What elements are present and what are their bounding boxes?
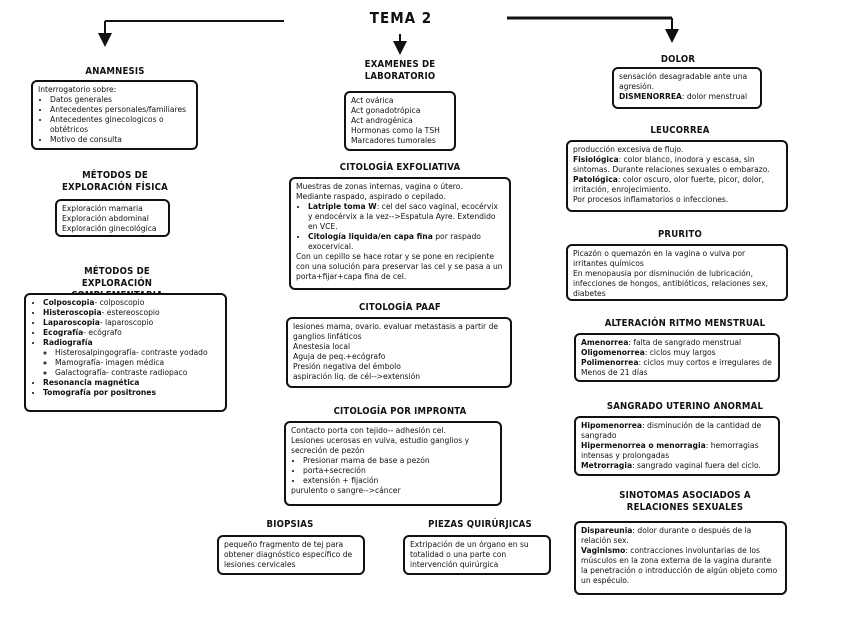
complementaria-box: Colposcopia- colposcopio Histeroscopia- … — [24, 293, 227, 412]
exfoliativa-intro: Muestras de zonas internas, vagina o úte… — [296, 182, 463, 191]
sangrado-box: Hipomenorrea: disminución de la cantidad… — [574, 416, 780, 476]
fisica-heading: MÉTODOS DE EXPLORACIÓN FÍSICA — [62, 170, 168, 193]
prurito-text2: En menopausia por disminución de lubrica… — [573, 269, 769, 298]
leucorrea-patologica: Patológica: color oscuro, olor fuerte, p… — [573, 175, 765, 194]
sub-list-item: Histerosalpingografía- contraste yodado — [55, 348, 220, 358]
ritmo-heading: ALTERACIÓN RITMO MENSTRUAL — [604, 318, 766, 329]
list-item: Datos generales — [50, 95, 191, 105]
dolor-dismenorrea: DISMENORREA: dolor menstrual — [619, 92, 748, 101]
list-item: Resonancia magnética — [43, 378, 220, 388]
list-item: Ecografía- ecógrafo — [43, 328, 220, 338]
exfoliativa-heading: CITOLOGÍA EXFOLIATIVA — [339, 162, 461, 173]
list-item: extensión + fijación — [303, 476, 495, 486]
list-item: Exploración mamaria — [62, 204, 143, 213]
impronta-heading: CITOLOGÍA POR IMPRONTA — [333, 406, 467, 417]
list-item: Hipermenorrea o menorragia: hemorragias … — [581, 441, 759, 460]
leucorrea-fisiologica: Fisiológica: color blanco, inodora y esc… — [573, 155, 770, 174]
leucorrea-heading: LEUCORREA — [650, 125, 710, 136]
sexuales-heading: SINOTOMAS ASOCIADOS A RELACIONES SEXUALE… — [619, 490, 751, 513]
sexuales-box: Dispareunia: dolor durante o después de … — [574, 521, 787, 595]
list-item: Act gonadotrópica — [351, 106, 421, 115]
piezas-box: Extripación de un órgano en su totalidad… — [403, 535, 551, 575]
piezas-heading: PIEZAS QUIRÚRJICAS — [428, 519, 532, 530]
paaf-line: lesiones mama, ovario. evaluar metastasi… — [293, 322, 499, 341]
piezas-text: Extripación de un órgano en su totalidad… — [410, 540, 529, 569]
exfoliativa-box: Muestras de zonas internas, vagina o úte… — [289, 177, 511, 290]
prurito-text: Picazón o quemazón en la vagina o vulva … — [573, 249, 746, 268]
impronta-intro2: Lesiones ucerosas en vulva, estudio gang… — [291, 436, 470, 455]
list-item: Act androgénica — [351, 116, 413, 125]
list-item: Histeroscopia- estereoscopio — [43, 308, 220, 318]
paaf-line: aspiración liq. de cél-->extensión — [293, 372, 421, 381]
anamnesis-heading: ANAMNESIS — [85, 66, 145, 77]
list-item: Colposcopia- colposcopio — [43, 298, 220, 308]
list-item: Antecedentes ginecologicos o obtétricos — [50, 115, 191, 135]
dolor-text: sensación desagradable ante una agresión… — [619, 72, 748, 91]
list-item: Dispareunia: dolor durante o después de … — [581, 526, 752, 545]
paaf-heading: CITOLOGÍA PAAF — [359, 302, 441, 313]
list-item: Polimenorrea: ciclos muy cortos e irregu… — [581, 358, 772, 377]
biopsias-heading: BIOPSIAS — [266, 519, 314, 530]
dolor-box: sensación desagradable ante una agresión… — [612, 67, 762, 109]
examenes-heading: EXAMENES DE LABORATORIO — [364, 59, 436, 82]
list-item: Marcadores tumorales — [351, 136, 436, 145]
page-title: TEMA 2 — [369, 9, 433, 27]
list-item: Presionar mama de base a pezón — [303, 456, 495, 466]
list-item: porta+secreción — [303, 466, 495, 476]
list-item: Antecedentes personales/familiares — [50, 105, 191, 115]
sub-list-item: Mamografía- imagen médica — [55, 358, 220, 368]
list-item: Vaginismo: contracciones involuntarias d… — [581, 546, 778, 585]
fisica-box: Exploración mamaria Exploración abdomina… — [55, 199, 170, 237]
list-item: Amenorrea: falta de sangrado menstrual — [581, 338, 742, 347]
list-item: Exploración abdominal — [62, 214, 149, 223]
list-item: Radiografía Histerosalpingografía- contr… — [43, 338, 220, 378]
biopsias-box: pequeño fragmento de tej para obtener di… — [217, 535, 365, 575]
exfoliativa-intro2: Mediante raspado, aspirado o cepilado. — [296, 192, 446, 201]
list-item: Hormonas como la TSH — [351, 126, 440, 135]
list-item: Tomografía por positrones — [43, 388, 220, 398]
biopsias-text: pequeño fragmento de tej para obtener di… — [224, 540, 353, 569]
paaf-line: Presión negativa del émbolo — [293, 362, 401, 371]
exfoliativa-outro: Con un cepillo se hace rotar y se pone e… — [296, 252, 503, 281]
list-item: Laparoscopia- laparoscopio — [43, 318, 220, 328]
list-item: Motivo de consulta — [50, 135, 191, 145]
paaf-line: Aguja de peq.+ecógrafo — [293, 352, 386, 361]
sub-list-item: Galactografía- contraste radiopaco — [55, 368, 220, 378]
prurito-box: Picazón o quemazón en la vagina o vulva … — [566, 244, 788, 301]
list-item: Citología liquida/en capa fina por raspa… — [308, 232, 504, 252]
list-item: Latriple toma W: cel del saco vaginal, e… — [308, 202, 504, 232]
list-item: Hipomenorrea: disminución de la cantidad… — [581, 421, 762, 440]
list-item: Act ovárica — [351, 96, 394, 105]
prurito-heading: PRURITO — [657, 229, 703, 240]
impronta-outro: purulento o sangre-->cáncer — [291, 486, 401, 495]
impronta-box: Contacto porta con tejido-- adhesión cel… — [284, 421, 502, 506]
impronta-intro: Contacto porta con tejido-- adhesión cel… — [291, 426, 446, 435]
examenes-box: Act ovárica Act gonadotrópica Act androg… — [344, 91, 456, 151]
sangrado-heading: SANGRADO UTERINO ANORMAL — [606, 401, 764, 412]
dolor-heading: DOLOR — [660, 54, 696, 65]
leucorrea-outro: Por procesos inflamatorios o infecciones… — [573, 195, 729, 204]
list-item: Metrorragia: sangrado vaginal fuera del … — [581, 461, 761, 470]
leucorrea-box: producción excesiva de flujo. Fisiológic… — [566, 140, 788, 212]
leucorrea-intro: producción excesiva de flujo. — [573, 145, 684, 154]
ritmo-box: Amenorrea: falta de sangrado menstrual O… — [574, 333, 780, 382]
paaf-box: lesiones mama, ovario. evaluar metastasi… — [286, 317, 512, 388]
list-item: Oligomenorrea: ciclos muy largos — [581, 348, 716, 357]
anamnesis-box: Interrogatorio sobre: Datos generales An… — [31, 80, 198, 150]
paaf-line: Anestesia local — [293, 342, 351, 351]
list-item: Exploración ginecológica — [62, 224, 157, 233]
anamnesis-intro: Interrogatorio sobre: — [38, 85, 117, 94]
